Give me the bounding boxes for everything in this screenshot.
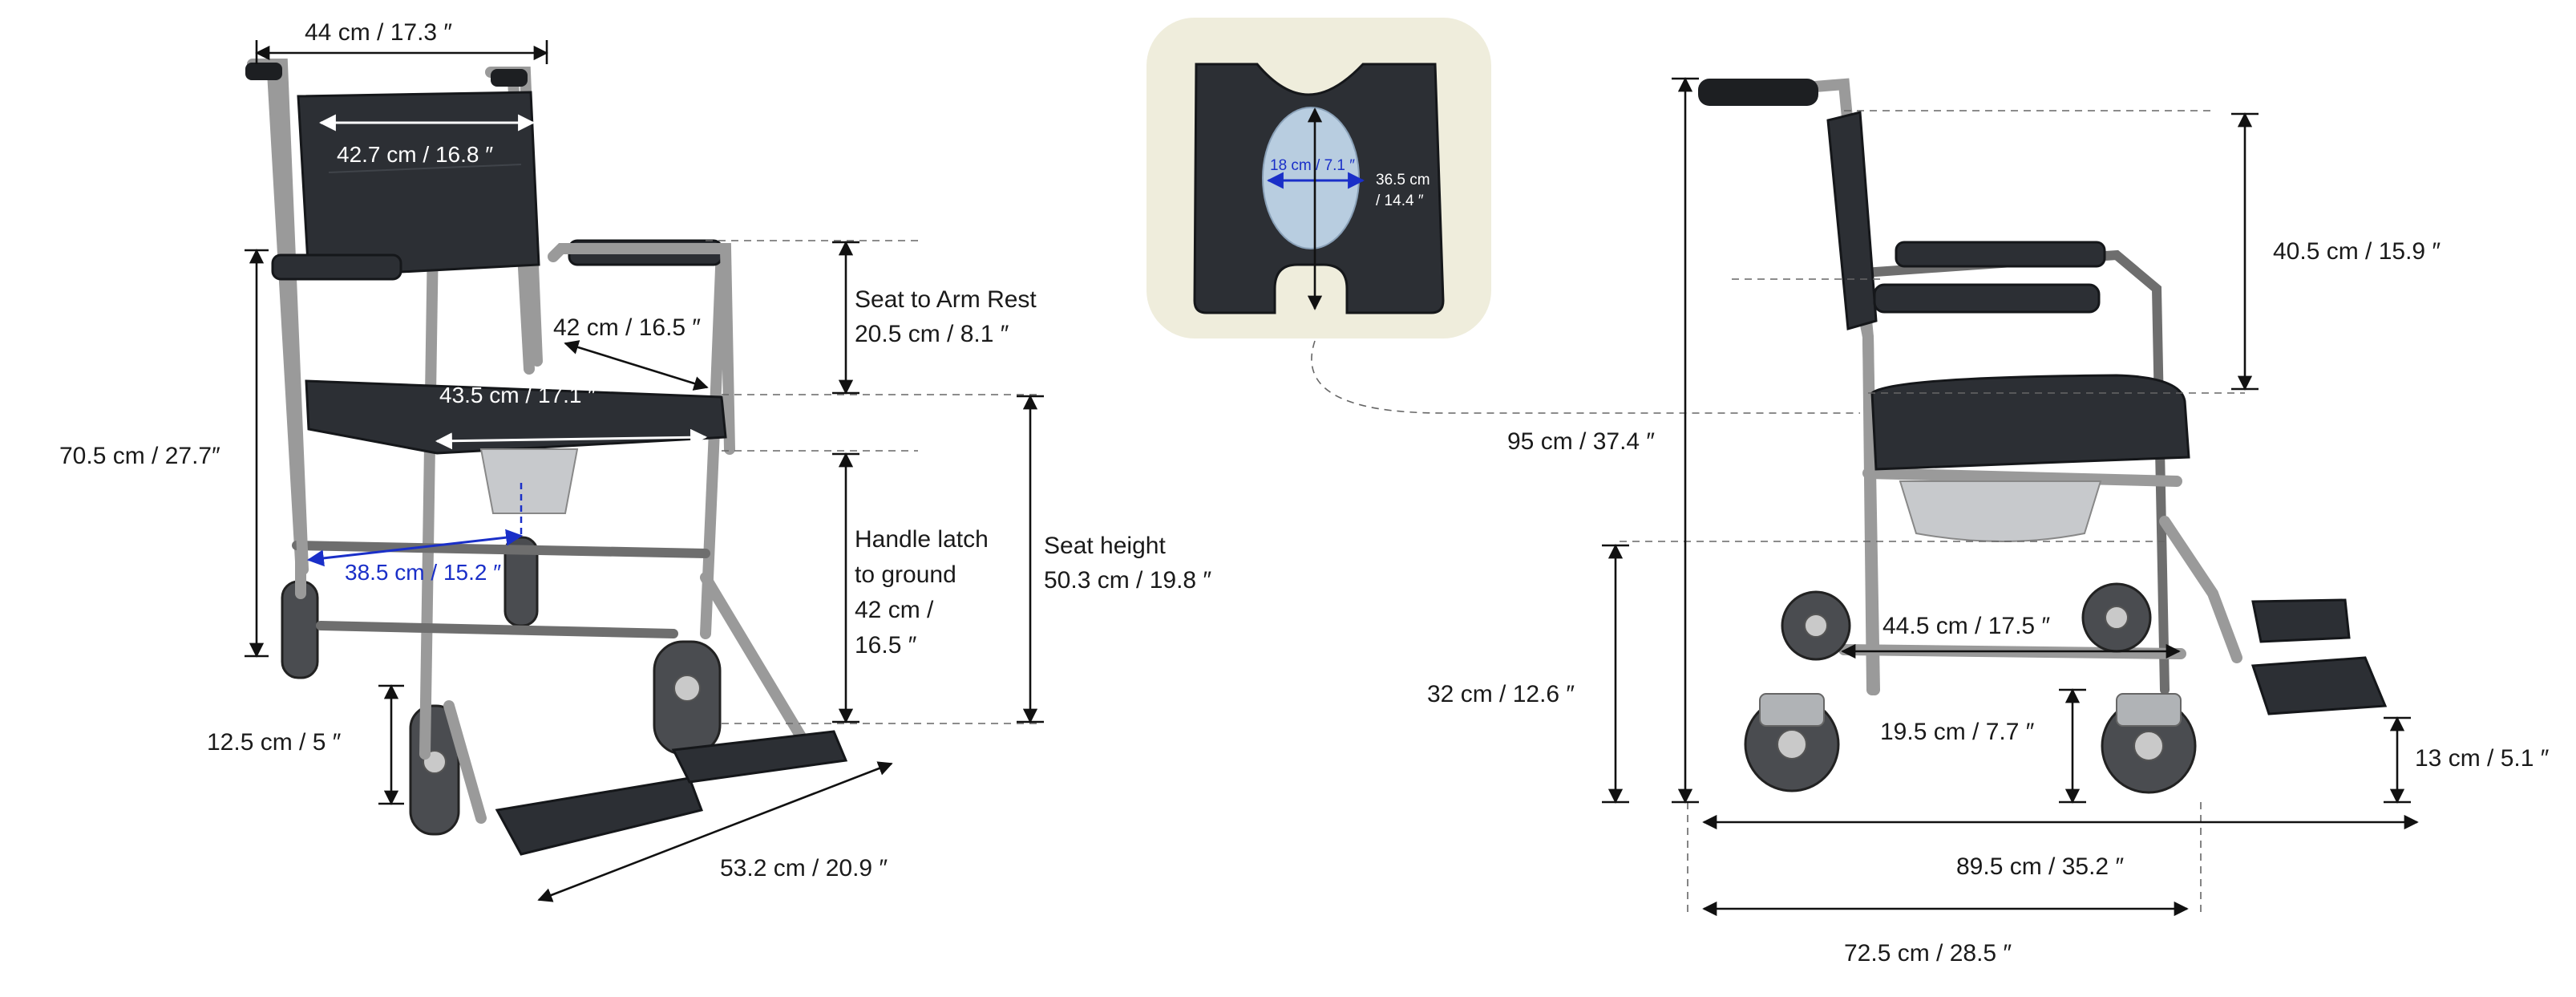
side-armrest-upper bbox=[1895, 241, 2106, 268]
side-front-left-wheel bbox=[1744, 693, 1840, 792]
side-rear-left-wheel bbox=[1781, 590, 1851, 661]
handle-latch-line-3: 42 cm / bbox=[855, 597, 934, 623]
handle-latch-line-4: 16.5 ″ bbox=[855, 632, 917, 659]
seat-to-armrest-value: 20.5 cm / 8.1 ″ bbox=[855, 321, 1009, 347]
total-height-label: 95 cm / 37.4 ″ bbox=[1507, 428, 1655, 455]
inset-opening-length-2: / 14.4 ″ bbox=[1376, 193, 1424, 209]
front-view-chair bbox=[245, 59, 848, 856]
front-backrest bbox=[297, 91, 540, 278]
wheelbase-height-label: 19.5 cm / 7.7 ″ bbox=[1880, 719, 2035, 745]
inset-seat-opening bbox=[1262, 107, 1360, 249]
backrest-width-label: 42.7 cm / 16.8 ″ bbox=[337, 142, 493, 167]
footrest-height-label: 13 cm / 5.1 ″ bbox=[2415, 745, 2550, 772]
side-rear-right-wheel bbox=[2081, 582, 2152, 653]
front-commode-bucket bbox=[479, 448, 579, 514]
side-view-chair bbox=[1698, 78, 2388, 794]
side-handle bbox=[1698, 79, 1818, 106]
frame-depth-label: 44.5 cm / 17.5 ″ bbox=[1882, 613, 2050, 639]
inset-opening-length-1: 36.5 cm bbox=[1376, 172, 1430, 188]
back-width-label: 44 cm / 17.3 ″ bbox=[305, 19, 452, 46]
seat-to-armrest-title: Seat to Arm Rest bbox=[855, 286, 1037, 313]
overall-length-label: 89.5 cm / 35.2 ″ bbox=[1956, 853, 2124, 880]
side-dimensions: 40.5 cm / 15.9 ″ 95 cm / 37.4 ″ 32 cm / … bbox=[1427, 77, 2550, 967]
handle-latch-line-2: to ground bbox=[855, 561, 956, 588]
side-footrest-front bbox=[2250, 656, 2388, 715]
side-footrest-rear bbox=[2251, 598, 2351, 643]
front-left-footrest bbox=[495, 776, 703, 856]
footrest-length-label: 53.2 cm / 20.9 ″ bbox=[720, 855, 888, 881]
inset-opening-width: 18 cm / 7.1 ″ bbox=[1270, 157, 1355, 174]
armrest-depth-label: 42 cm / 16.5 ″ bbox=[553, 314, 701, 341]
front-front-right-wheel bbox=[653, 640, 722, 756]
total-armrest-height-label: 70.5 cm / 27.7″ bbox=[59, 443, 220, 469]
side-armrest-lower bbox=[1873, 283, 2101, 314]
handle-latch-line-1: Handle latch bbox=[855, 526, 989, 553]
side-commode-bucket bbox=[1899, 480, 2102, 542]
seat-width-label: 43.5 cm / 17.1 ″ bbox=[439, 383, 596, 407]
front-left-handle bbox=[245, 63, 282, 80]
side-backrest bbox=[1826, 111, 1878, 330]
seat-inset: 18 cm / 7.1 ″ 36.5 cm / 14.4 ″ bbox=[1146, 18, 1860, 414]
front-right-handle bbox=[491, 69, 528, 87]
handle-height-label: 32 cm / 12.6 ″ bbox=[1427, 681, 1575, 707]
seat-height-value: 50.3 cm / 19.8 ″ bbox=[1044, 567, 1211, 594]
wheel-height-label: 12.5 cm / 5 ″ bbox=[207, 729, 342, 756]
wheel-span-label: 38.5 cm / 15.2 ″ bbox=[345, 560, 501, 585]
front-dimensions: 44 cm / 17.3 ″ 42.7 cm / 16.8 ″ 42 cm / … bbox=[59, 19, 1211, 902]
seat-height-title: Seat height bbox=[1044, 533, 1166, 559]
backrest-height-label: 40.5 cm / 15.9 ″ bbox=[2273, 238, 2441, 265]
side-front-right-wheel bbox=[2101, 693, 2197, 794]
front-left-armrest bbox=[271, 253, 402, 281]
wheelbase-length-label: 72.5 cm / 28.5 ″ bbox=[1844, 940, 2012, 967]
side-seat bbox=[1870, 374, 2190, 471]
